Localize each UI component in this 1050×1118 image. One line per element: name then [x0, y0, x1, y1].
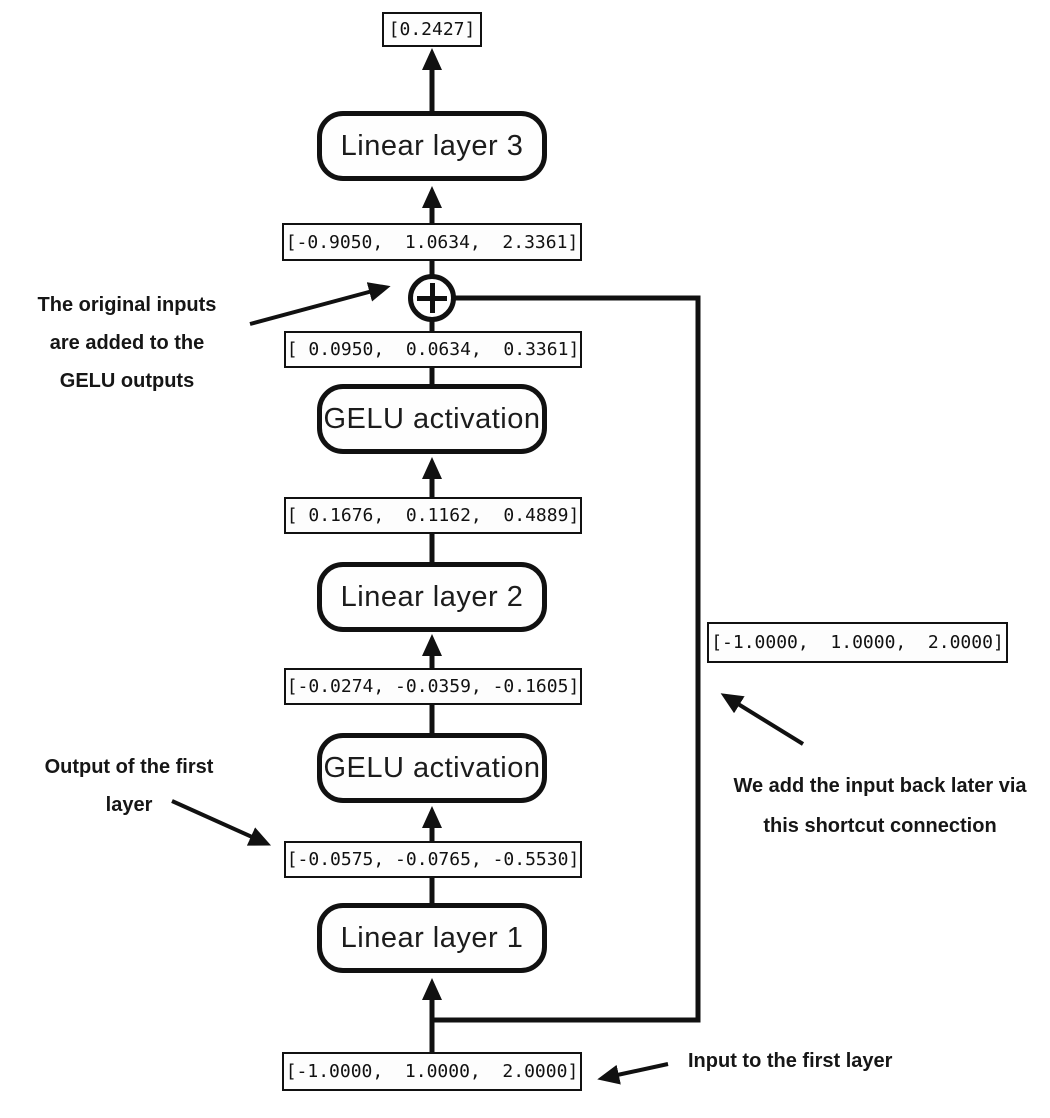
gelu-activation-bottom-box: GELU activation [317, 733, 547, 803]
first-output-note: Output of the first layer [18, 748, 240, 824]
linear-layer-3-box: Linear layer 3 [317, 111, 547, 181]
arrow-shortcut-note [720, 693, 805, 746]
arrow-input-note [597, 1062, 669, 1085]
shortcut-note-line: this shortcut connection [763, 815, 997, 837]
shortcut-note-line: We add the input back later via [733, 775, 1027, 797]
value-shortcut: [-1.0000, 1.0000, 2.0000] [707, 622, 1008, 663]
add-note-line: The original inputs [37, 294, 217, 316]
plus-icon [429, 283, 435, 313]
gelu-activation-top-box: GELU activation [317, 384, 547, 454]
linear-layer-1-box: Linear layer 1 [317, 903, 547, 973]
first-output-note-line: Output of the first [44, 756, 214, 778]
add-node [408, 274, 456, 322]
value-after-linear1: [-0.0575, -0.0765, -0.5530] [284, 841, 582, 878]
input-note-line: Input to the first layer [688, 1050, 893, 1072]
add-note-line: GELU outputs [59, 370, 195, 392]
value-after-gelu-top: [ 0.0950, 0.0634, 0.3361] [284, 331, 582, 368]
value-after-gelu-bottom: [-0.0274, -0.0359, -0.1605] [284, 668, 582, 705]
value-input: [-1.0000, 1.0000, 2.0000] [282, 1052, 582, 1091]
linear-layer-2-box: Linear layer 2 [317, 562, 547, 632]
value-after-linear2: [ 0.1676, 0.1162, 0.4889] [284, 497, 582, 534]
first-output-note-line: layer [105, 794, 153, 816]
arrow-add-note [249, 282, 391, 326]
value-after-add: [-0.9050, 1.0634, 2.3361] [282, 223, 582, 261]
add-note-line: are added to the [49, 332, 205, 354]
shortcut-note: We add the input back later via this sho… [710, 766, 1050, 846]
value-final-output: [0.2427] [382, 12, 482, 47]
add-note: The original inputs are added to the GEL… [16, 286, 238, 400]
input-note: Input to the first layer [688, 1044, 968, 1078]
